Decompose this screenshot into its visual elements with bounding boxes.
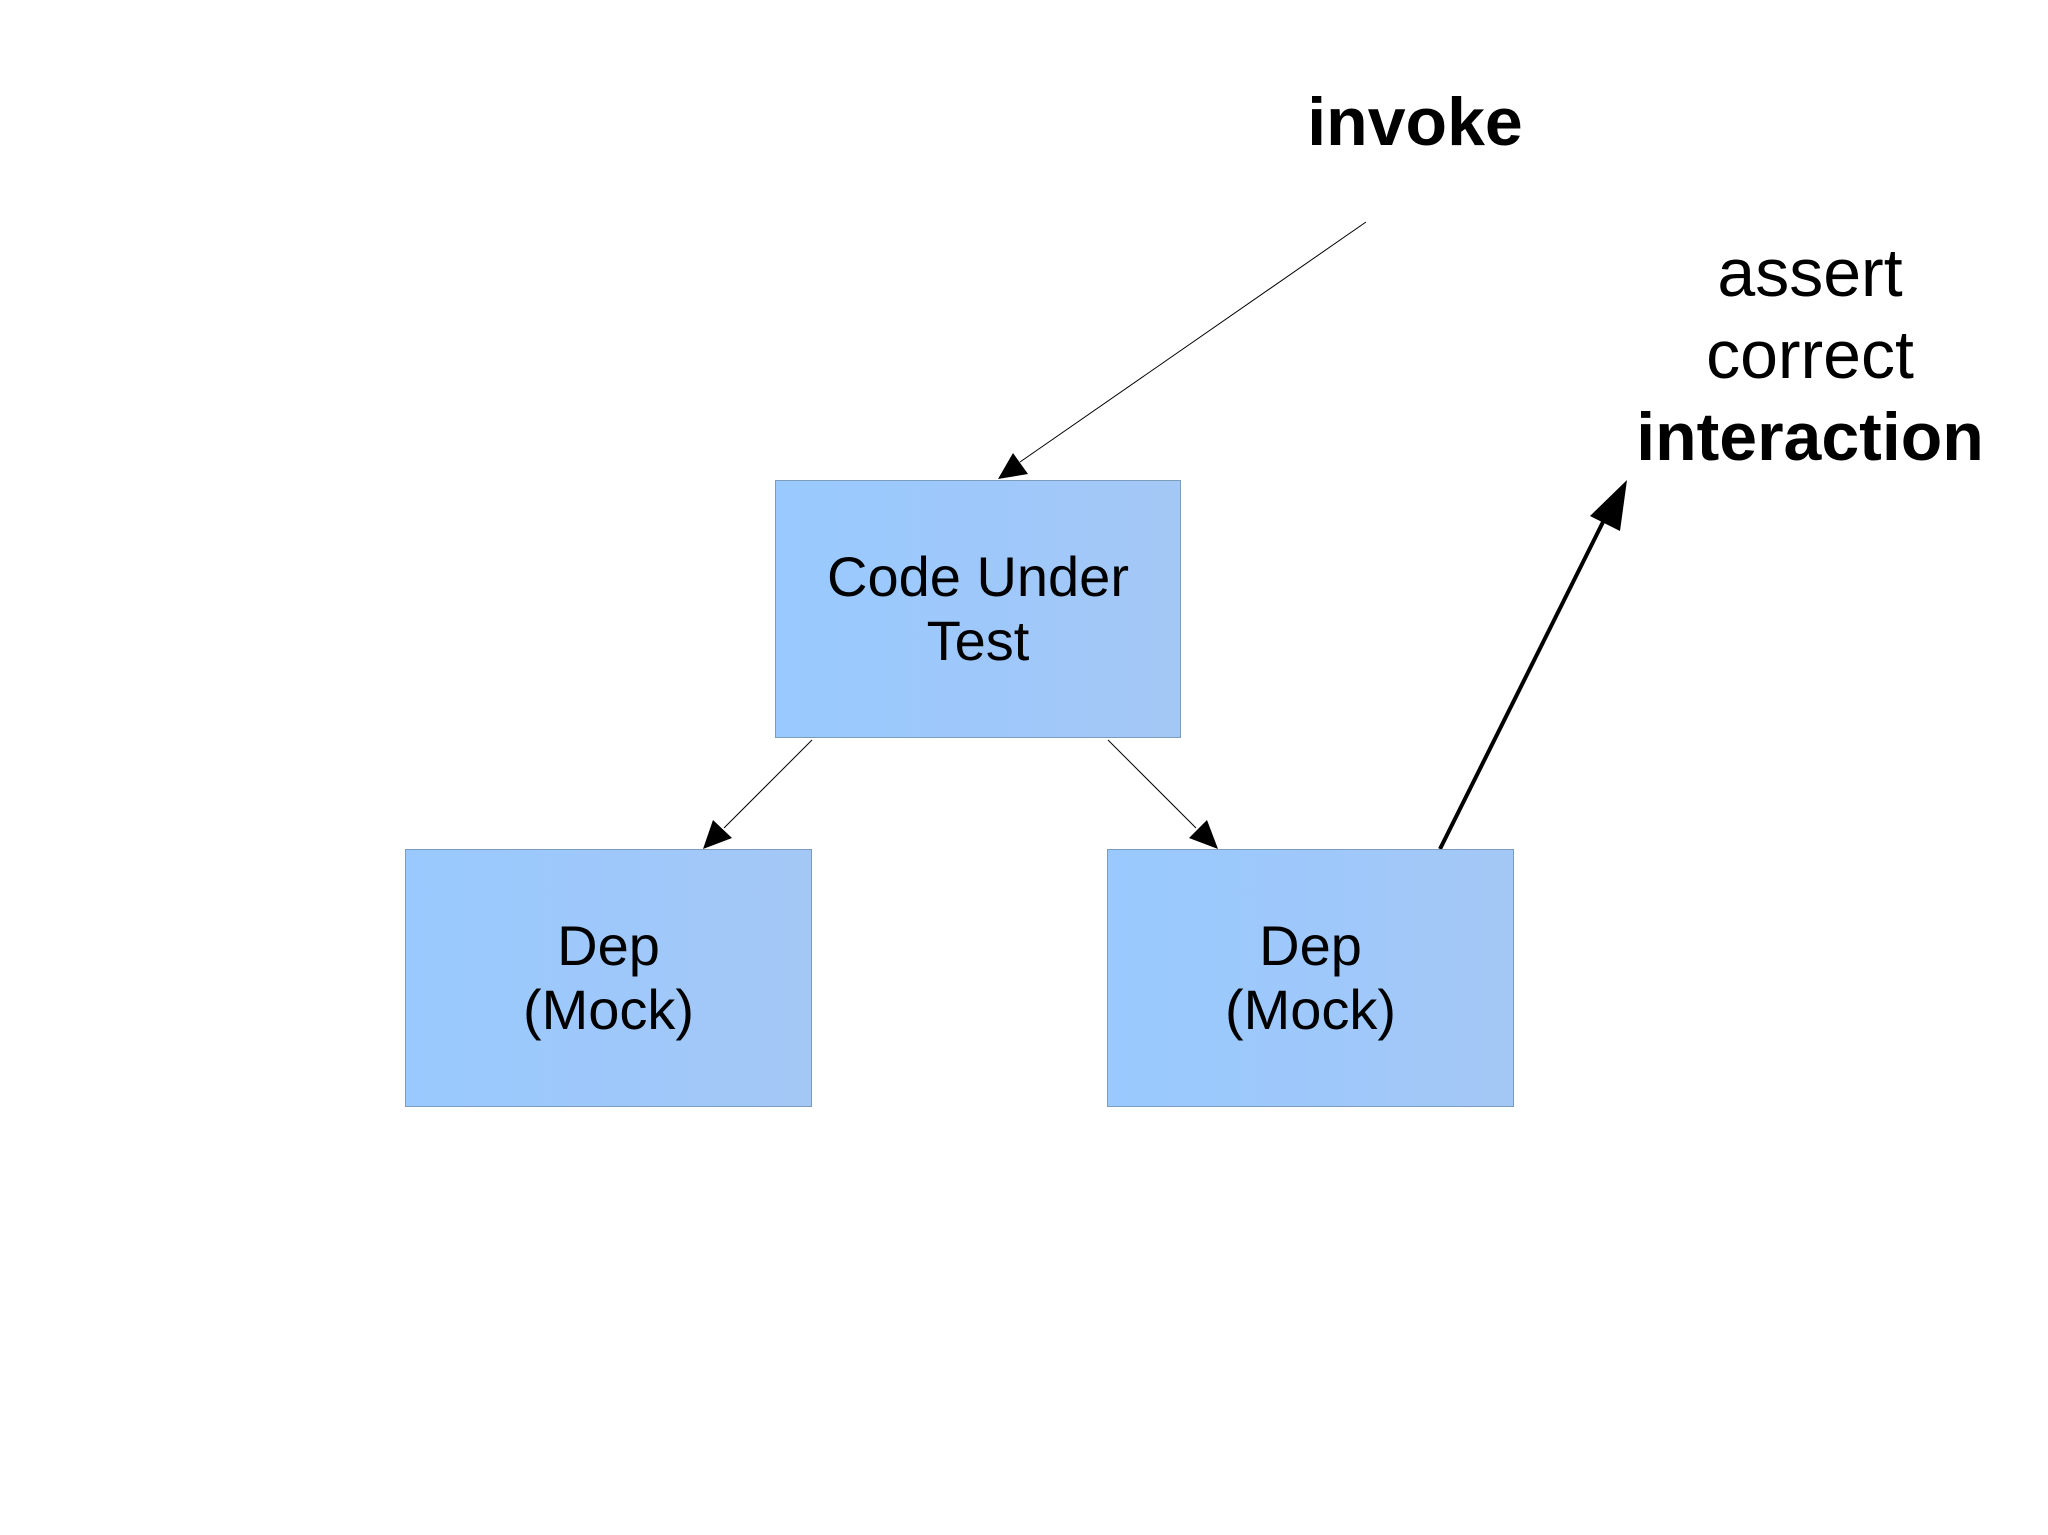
code-under-test-line2: Test [926,609,1030,672]
edge-code-under-test-to-dep-left [703,739,813,849]
assert-label-line1: assert [1717,235,1903,311]
dep-left-line1: Dep [557,914,660,977]
edge-dep-right-to-assert [1438,480,1627,850]
assert-correct-interaction-label: assert correct interaction [1600,232,2020,478]
edge-code-under-test-to-dep-right [1107,739,1218,849]
code-under-test-line1: Code Under [827,545,1129,608]
assert-label-line3: interaction [1636,399,1984,475]
assert-label-line2: correct [1706,317,1914,393]
edge-invoke-to-code-under-test [998,221,1367,479]
dep-left-line2: (Mock) [522,978,695,1041]
code-under-test-box: Code Under Test [775,480,1181,738]
dep-mock-left-box: Dep (Mock) [405,849,812,1107]
invoke-label: invoke [1307,84,1523,160]
dep-mock-right-box: Dep (Mock) [1107,849,1514,1107]
dep-right-line2: (Mock) [1224,978,1397,1041]
dep-right-line1: Dep [1259,914,1362,977]
